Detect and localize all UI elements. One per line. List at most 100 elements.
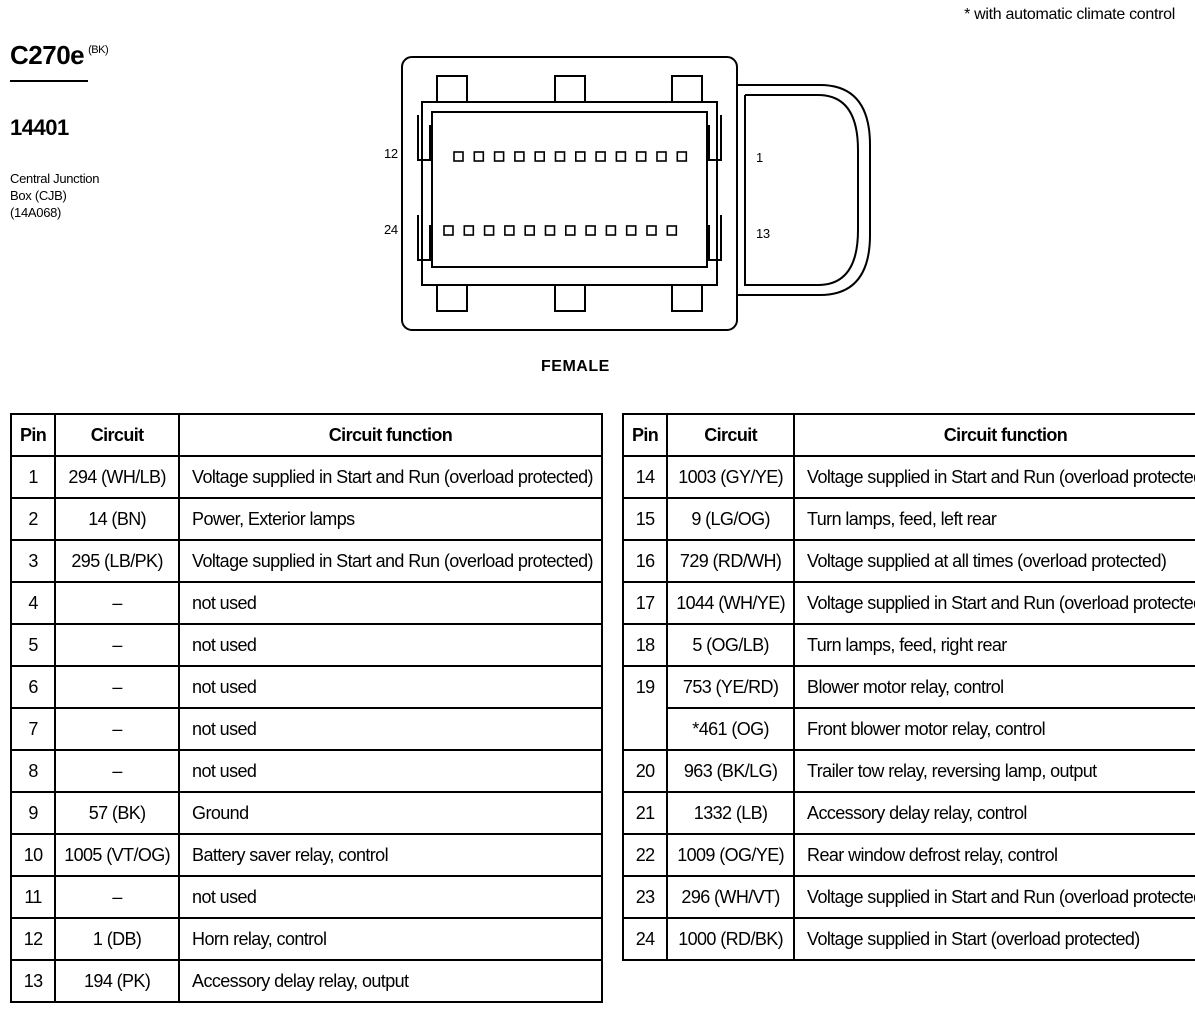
connector-diagram xyxy=(401,56,871,331)
cell-pin: 11 xyxy=(9,875,57,919)
cell-function: not used xyxy=(178,665,603,709)
pin-cavities xyxy=(443,151,688,236)
cell-circuit: 194 (PK) xyxy=(54,959,181,1003)
cell-pin: 3 xyxy=(9,539,57,583)
cell-circuit: 1 (DB) xyxy=(54,917,181,961)
cell-circuit: 963 (BK/LG) xyxy=(666,749,796,793)
pin-cavity xyxy=(514,151,525,162)
pin-cavity xyxy=(534,151,545,162)
cell-circuit: 295 (LB/PK) xyxy=(54,539,181,583)
pin-cavity xyxy=(615,151,627,162)
housing-tab xyxy=(671,75,703,103)
connector-cavity-inner xyxy=(431,111,708,268)
cell-pin: 13 xyxy=(9,959,57,1003)
table-row: 7–not used xyxy=(9,707,603,751)
connector-latch xyxy=(737,84,871,296)
header-circuit: Circuit xyxy=(666,413,796,457)
table-row: 8–not used xyxy=(9,749,603,793)
cell-circuit: 9 (LG/OG) xyxy=(666,497,796,541)
cell-pin: 23 xyxy=(621,875,669,919)
keying-hook-left xyxy=(417,115,431,161)
cell-function: Voltage supplied in Start and Run (overl… xyxy=(178,539,603,583)
cell-function: not used xyxy=(178,707,603,751)
cell-function: Voltage supplied in Start and Run (overl… xyxy=(793,581,1195,625)
cell-circuit: – xyxy=(54,623,181,667)
cell-circuit: 1044 (WH/YE) xyxy=(666,581,796,625)
cell-circuit: 729 (RD/WH) xyxy=(666,539,796,583)
pin-cavity xyxy=(473,151,485,162)
pin-cavity xyxy=(646,225,657,236)
cell-pin: 2 xyxy=(9,497,57,541)
header-pin: Pin xyxy=(621,413,669,457)
pin-cavity xyxy=(605,225,617,236)
pin-cavity xyxy=(453,151,464,162)
pin-cavity xyxy=(585,225,596,236)
title-underline xyxy=(10,80,88,82)
cell-function: Voltage supplied in Start and Run (overl… xyxy=(793,875,1195,919)
cell-pin: 8 xyxy=(9,749,57,793)
cell-circuit: 296 (WH/VT) xyxy=(666,875,796,919)
cell-pin: 15 xyxy=(621,497,669,541)
table-row: 5–not used xyxy=(9,623,603,667)
connector-housing xyxy=(401,56,738,331)
cell-function: not used xyxy=(178,623,603,667)
cell-circuit: – xyxy=(54,665,181,709)
cell-function: Accessory delay relay, control xyxy=(793,791,1195,835)
header-circuit: Circuit xyxy=(54,413,181,457)
cell-pin: 12 xyxy=(9,917,57,961)
cell-pin: 22 xyxy=(621,833,669,877)
pin-cavity xyxy=(493,151,505,162)
pin-cavity xyxy=(575,151,586,162)
cell-pin: 14 xyxy=(621,455,669,499)
cell-circuit: – xyxy=(54,707,181,751)
table-row: 6–not used xyxy=(9,665,603,709)
cell-circuit: 753 (YE/RD) xyxy=(666,665,796,709)
part-number: 14401 xyxy=(10,115,69,140)
housing-tab xyxy=(554,284,586,312)
pin-cavity xyxy=(565,225,576,236)
cell-pin: 19 xyxy=(621,665,669,708)
cell-function: Voltage supplied at all times (overload … xyxy=(793,539,1195,583)
header-function: Circuit function xyxy=(793,413,1195,457)
cell-circuit: *461 (OG) xyxy=(666,707,796,751)
cell-function: not used xyxy=(178,749,603,793)
cell-circuit: 1000 (RD/BK) xyxy=(666,917,796,961)
pin-cavity xyxy=(463,225,475,236)
cell-function: Voltage supplied in Start and Run (overl… xyxy=(178,455,603,499)
cell-pin: 20 xyxy=(621,749,669,793)
cell-pin: 21 xyxy=(621,791,669,835)
pin-cavity xyxy=(554,151,566,162)
connector-color-code: (BK) xyxy=(88,44,109,56)
housing-tab xyxy=(554,75,586,103)
cell-circuit: – xyxy=(54,581,181,625)
header-function: Circuit function xyxy=(178,413,603,457)
pin-cavity xyxy=(504,225,515,236)
cell-pin: 10 xyxy=(9,833,57,877)
cell-function: Horn relay, control xyxy=(178,917,603,961)
table-row: 4–not used xyxy=(9,581,603,625)
cell-function: Voltage supplied in Start and Run (overl… xyxy=(793,455,1195,499)
cell-pin: 16 xyxy=(621,539,669,583)
cell-circuit: 1332 (LB) xyxy=(666,791,796,835)
cell-function: Ground xyxy=(178,791,603,835)
keying-hook-left-lower xyxy=(417,215,431,261)
cell-function: Trailer tow relay, reversing lamp, outpu… xyxy=(793,749,1195,793)
cell-function: not used xyxy=(178,581,603,625)
cell-circuit: 57 (BK) xyxy=(54,791,181,835)
cell-circuit: 5 (OG/LB) xyxy=(666,623,796,667)
pin-cavity xyxy=(595,151,606,162)
cell-circuit: – xyxy=(54,749,181,793)
gender-label: FEMALE xyxy=(541,358,610,375)
cell-pin: 4 xyxy=(9,581,57,625)
cell-pin: 9 xyxy=(9,791,57,835)
cell-function: Turn lamps, feed, left rear xyxy=(793,497,1195,541)
cell-circuit: 1009 (OG/YE) xyxy=(666,833,796,877)
pin-label-13: 13 xyxy=(756,226,770,241)
